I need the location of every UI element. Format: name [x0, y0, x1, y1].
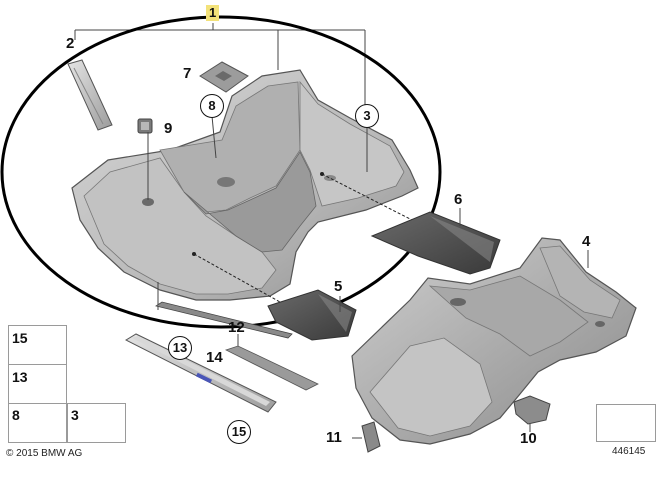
front-floor-carpet [71, 69, 419, 301]
callout-4: 4 [582, 233, 591, 250]
part-7-pad [199, 61, 249, 93]
callout-15: 15 [227, 420, 251, 444]
callout-1: 1 [206, 5, 220, 21]
part-14-door-sill [124, 333, 319, 413]
callout-14: 14 [206, 349, 223, 366]
legend-label-3: 3 [71, 407, 79, 423]
dashed-leaders-front [193, 173, 413, 303]
callout-9: 9 [164, 120, 173, 137]
callout-11: 11 [326, 429, 342, 446]
part-11-block [352, 421, 381, 453]
part-9-clip [137, 118, 153, 134]
callout-10: 10 [520, 430, 537, 447]
legend-label-15: 15 [12, 330, 28, 346]
legend-box-3 [67, 403, 126, 443]
part-10-bracket [513, 395, 551, 432]
rear-floor-carpet [351, 237, 637, 445]
callout-12: 12 [228, 319, 245, 336]
legend-box-15 [8, 325, 67, 365]
legend-box-13 [8, 364, 67, 404]
callout-3: 3 [355, 104, 379, 128]
callout-13: 13 [168, 336, 192, 360]
copyright-text: © 2015 BMW AG [6, 448, 83, 459]
part-6-floor-mat [370, 208, 501, 275]
diagram-number: 446145 [612, 446, 646, 457]
part-12-sill-strip [155, 301, 293, 339]
legend-label-8: 8 [12, 407, 20, 423]
highlight-ellipse [0, 15, 442, 329]
callout-2: 2 [66, 35, 75, 52]
callout-6: 6 [454, 191, 463, 208]
legend-box-8 [8, 403, 67, 443]
part-2-strip [67, 59, 113, 131]
leader-lines-part-1 [74, 23, 366, 108]
callout-8: 8 [200, 94, 224, 118]
part-5-floor-mat [267, 289, 357, 341]
diagram-number-box [596, 404, 656, 442]
callout-5: 5 [334, 278, 343, 295]
legend-label-13: 13 [12, 369, 28, 385]
callout-7: 7 [183, 65, 192, 82]
